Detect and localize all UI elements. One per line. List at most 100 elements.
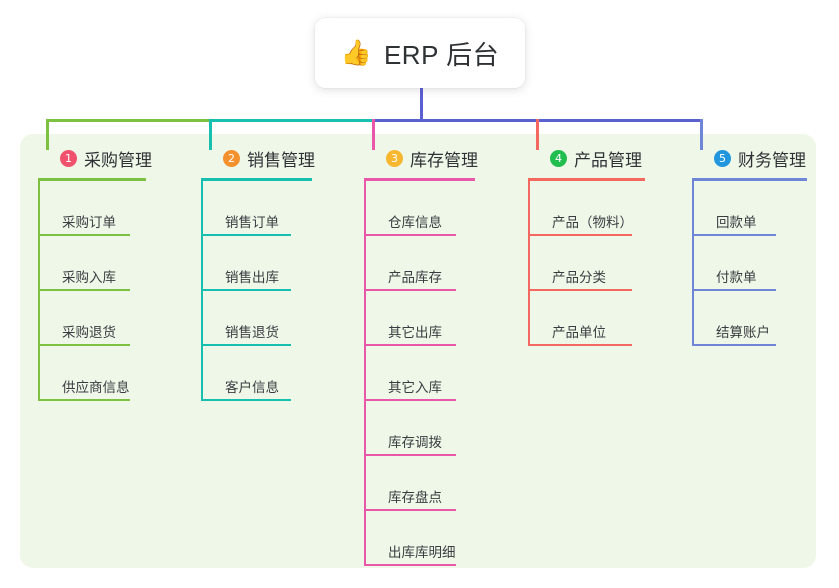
- column-3: 3 库存管理仓库信息产品库存其它出库其它入库库存调拨库存盘点出库库明细: [364, 145, 514, 566]
- list-item[interactable]: 产品单位: [528, 291, 688, 346]
- list-item-rule: [528, 234, 632, 236]
- column-2: 2 销售管理销售订单销售出库销售退货客户信息: [201, 145, 351, 401]
- list-item-rule: [38, 289, 130, 291]
- list-item-label: 产品分类: [552, 270, 606, 285]
- column-badge-3: 3: [386, 149, 403, 167]
- column-items-5: 回款单付款单结算账户: [692, 181, 839, 346]
- column-spine-2: [201, 181, 203, 401]
- list-item[interactable]: 仓库信息: [364, 181, 514, 236]
- column-5: 5 财务管理回款单付款单结算账户: [692, 145, 839, 346]
- list-item[interactable]: 结算账户: [692, 291, 839, 346]
- list-item-rule: [692, 289, 776, 291]
- connector-drop-5: [700, 119, 703, 150]
- column-items-4: 产品（物料） 产品分类产品单位: [528, 181, 688, 346]
- list-item-label: 仓库信息: [388, 215, 442, 230]
- column-header-2[interactable]: 2 销售管理: [201, 145, 351, 171]
- list-item-rule: [38, 399, 130, 401]
- list-item[interactable]: 出库库明细: [364, 511, 514, 566]
- list-item[interactable]: 其它入库: [364, 346, 514, 401]
- column-title-5: 财务管理: [738, 150, 806, 170]
- list-item-label: 销售退货: [225, 325, 279, 340]
- list-item-label: 回款单: [716, 215, 757, 230]
- list-item-label: 产品库存: [388, 270, 442, 285]
- list-item-rule: [364, 564, 456, 566]
- list-item[interactable]: 产品（物料）: [528, 181, 688, 236]
- list-item-label: 产品（物料）: [552, 215, 633, 230]
- root-node-label: ERP 后台: [383, 39, 500, 70]
- column-4: 4 产品管理产品（物料） 产品分类产品单位: [528, 145, 688, 346]
- list-item-rule: [528, 289, 632, 291]
- list-item-label: 采购退货: [62, 325, 116, 340]
- column-header-rule-3: [364, 178, 475, 181]
- list-item-rule: [38, 234, 130, 236]
- list-item-rule: [364, 509, 456, 511]
- column-badge-5: 5: [714, 149, 731, 167]
- list-item-label: 产品单位: [552, 325, 606, 340]
- list-item-label: 供应商信息: [62, 380, 130, 395]
- list-item[interactable]: 客户信息: [201, 346, 351, 401]
- list-item[interactable]: 供应商信息: [38, 346, 188, 401]
- list-item-rule: [38, 344, 130, 346]
- column-header-rule-2: [201, 178, 312, 181]
- list-item-rule: [528, 344, 632, 346]
- list-item[interactable]: 库存调拨: [364, 401, 514, 456]
- column-items-1: 采购订单采购入库采购退货供应商信息: [38, 181, 188, 401]
- column-spine-1: [38, 181, 40, 401]
- list-item-rule: [692, 234, 776, 236]
- column-items-3: 仓库信息产品库存其它出库其它入库库存调拨库存盘点出库库明细: [364, 181, 514, 566]
- root-node[interactable]: 👍 ERP 后台: [315, 18, 525, 88]
- list-item[interactable]: 付款单: [692, 236, 839, 291]
- list-item[interactable]: 采购入库: [38, 236, 188, 291]
- column-title-3: 库存管理: [410, 150, 478, 170]
- list-item-rule: [692, 344, 776, 346]
- column-items-2: 销售订单销售出库销售退货客户信息: [201, 181, 351, 401]
- list-item-rule: [201, 399, 291, 401]
- column-header-rule-4: [528, 178, 645, 181]
- column-header-rule-5: [692, 178, 807, 181]
- connector-drop-2: [209, 119, 212, 150]
- list-item[interactable]: 采购订单: [38, 181, 188, 236]
- connector-drop-3: [372, 119, 375, 150]
- column-header-rule-1: [38, 178, 146, 181]
- list-item[interactable]: 产品库存: [364, 236, 514, 291]
- column-spine-5: [692, 181, 694, 346]
- list-item[interactable]: 采购退货: [38, 291, 188, 346]
- list-item-label: 其它入库: [388, 380, 442, 395]
- thumbs-up-icon: 👍: [340, 38, 372, 67]
- connector-drop-4: [536, 119, 539, 150]
- list-item-rule: [201, 234, 291, 236]
- column-badge-1: 1: [60, 149, 77, 167]
- list-item-label: 其它出库: [388, 325, 442, 340]
- list-item[interactable]: 回款单: [692, 181, 839, 236]
- connector-drop-1: [46, 119, 49, 150]
- list-item-label: 采购订单: [62, 215, 116, 230]
- root-node-content: 👍 ERP 后台: [341, 35, 499, 72]
- connector-bus-left: [46, 119, 212, 122]
- list-item-rule: [201, 344, 291, 346]
- column-header-3[interactable]: 3 库存管理: [364, 145, 514, 171]
- list-item-label: 销售出库: [225, 270, 279, 285]
- list-item-label: 库存盘点: [388, 490, 442, 505]
- column-title-2: 销售管理: [247, 150, 315, 170]
- list-item-rule: [364, 454, 456, 456]
- list-item-rule: [364, 344, 456, 346]
- diagram-panel: [20, 134, 816, 568]
- column-header-5[interactable]: 5 财务管理: [692, 145, 839, 171]
- list-item[interactable]: 销售订单: [201, 181, 351, 236]
- list-item[interactable]: 库存盘点: [364, 456, 514, 511]
- column-title-4: 产品管理: [574, 150, 642, 170]
- list-item-label: 结算账户: [716, 325, 770, 340]
- list-item[interactable]: 销售出库: [201, 236, 351, 291]
- column-header-4[interactable]: 4 产品管理: [528, 145, 688, 171]
- list-item[interactable]: 其它出库: [364, 291, 514, 346]
- list-item-rule: [201, 289, 291, 291]
- connector-bus-mid: [209, 119, 375, 122]
- list-item[interactable]: 销售退货: [201, 291, 351, 346]
- list-item[interactable]: 产品分类: [528, 236, 688, 291]
- column-badge-4: 4: [550, 149, 567, 167]
- list-item-label: 采购入库: [62, 270, 116, 285]
- column-badge-2: 2: [223, 149, 240, 167]
- column-spine-3: [364, 181, 366, 566]
